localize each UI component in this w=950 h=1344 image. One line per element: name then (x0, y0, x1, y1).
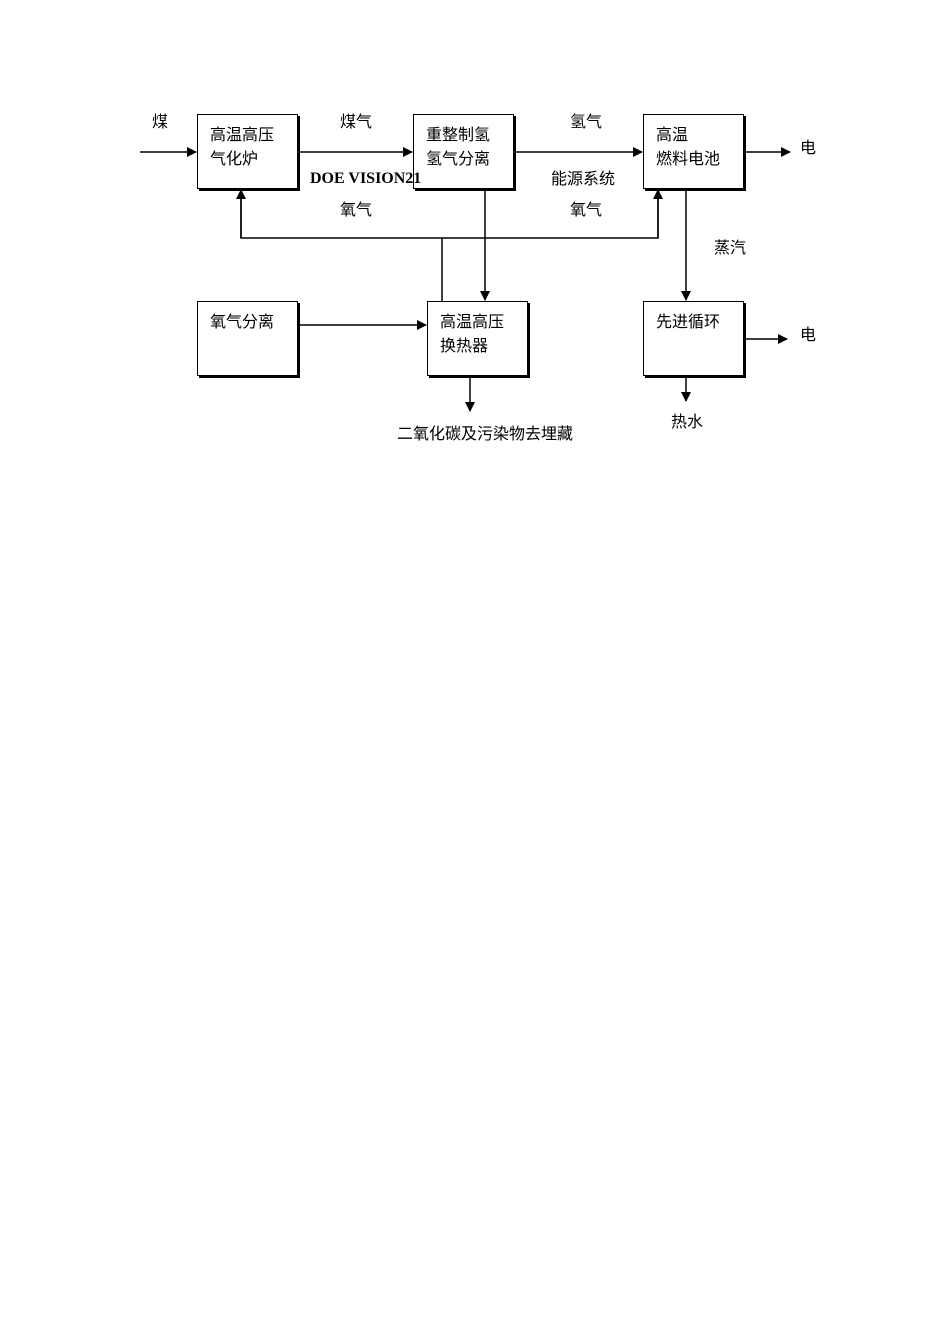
electricity-top-label: 电 (800, 138, 817, 157)
heat-exchanger-label-line1: 高温高压 (440, 312, 505, 331)
steam-label: 蒸汽 (714, 238, 747, 257)
advanced-cycle-box: 先进循环 (643, 301, 744, 376)
oxygen-right-label: 氧气 (570, 200, 603, 219)
gasifier-label-line1: 高温高压 (210, 125, 275, 144)
reformer-label-line2: 氢气分离 (426, 149, 491, 168)
syngas-label: 煤气 (340, 112, 373, 131)
hydrogen-label: 氢气 (570, 112, 603, 131)
coal-input-label: 煤 (152, 112, 169, 131)
hot-water-label: 热水 (671, 412, 704, 431)
oxygen-separation-label: 氧气分离 (210, 312, 275, 331)
fuel-cell-label-line1: 高温 (656, 125, 689, 144)
gasifier-box: 高温高压 气化炉 (197, 114, 298, 189)
energy-system-label: 能源系统 (551, 169, 616, 188)
oxygen-separation-box: 氧气分离 (197, 301, 298, 376)
heat-exchanger-label-line2: 换热器 (440, 336, 489, 355)
advanced-cycle-label: 先进循环 (656, 312, 721, 331)
diagram-title: DOE VISION21 (310, 170, 422, 187)
reformer-box: 重整制氢 氢气分离 (413, 114, 514, 189)
reformer-label-line1: 重整制氢 (426, 125, 491, 144)
heat-exchanger-box: 高温高压 换热器 (427, 301, 528, 376)
gasifier-label-line2: 气化炉 (210, 149, 259, 168)
fuel-cell-box: 高温 燃料电池 (643, 114, 744, 189)
fuel-cell-label-line2: 燃料电池 (656, 149, 721, 168)
oxygen-left-label: 氧气 (340, 200, 373, 219)
electricity-bottom-label: 电 (800, 325, 817, 344)
co2-storage-label: 二氧化碳及污染物去埋藏 (397, 424, 574, 443)
